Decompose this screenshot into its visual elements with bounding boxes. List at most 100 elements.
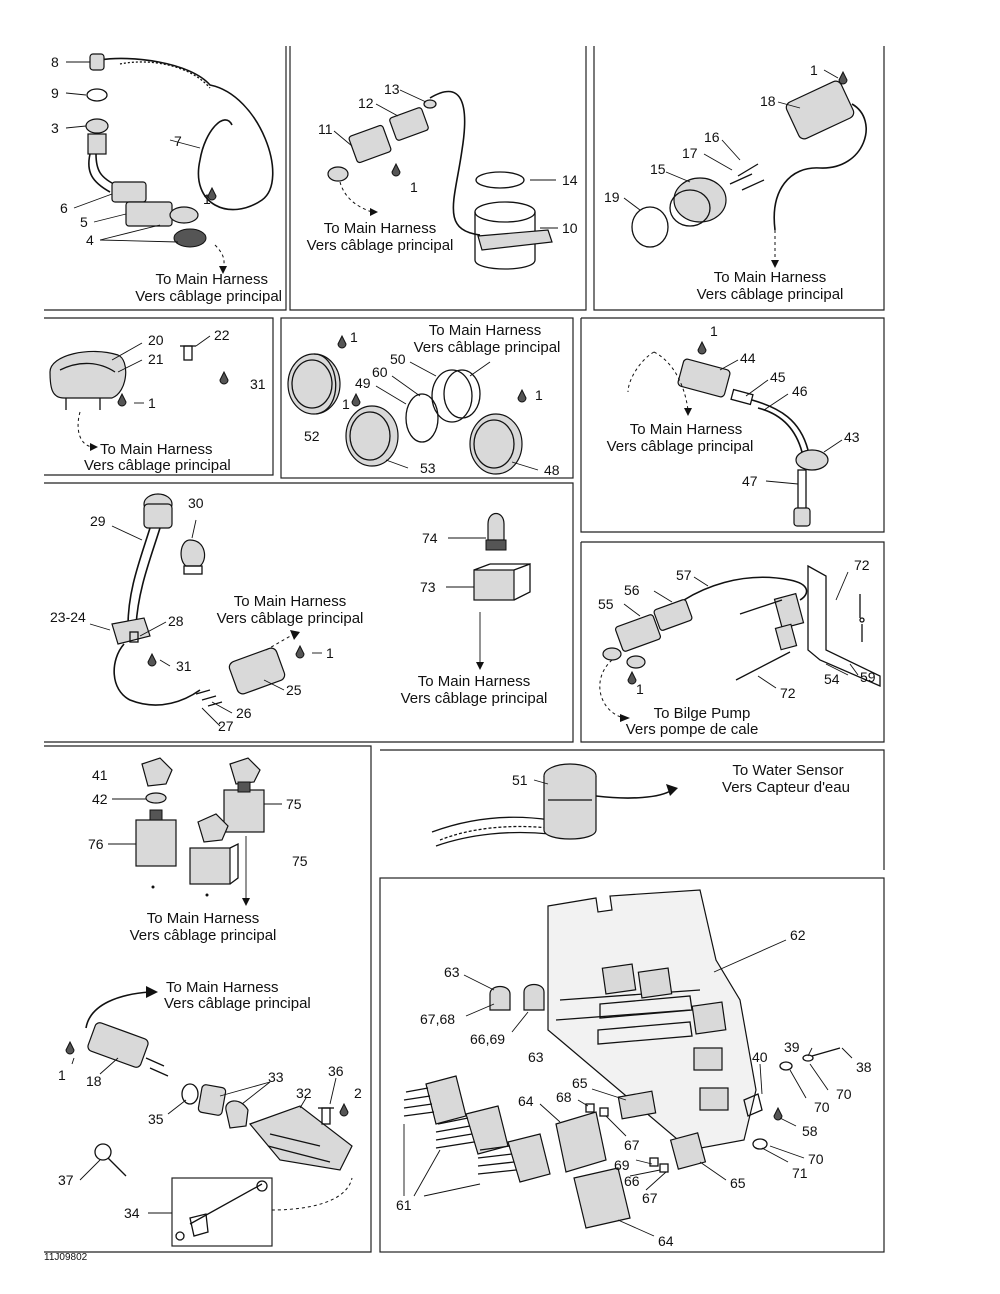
caption-vers-cablage: Vers câblage principal [697,286,844,303]
callout-54: 54 [824,671,840,687]
callout-3: 3 [51,120,59,136]
callout-42: 42 [92,791,108,807]
panel-frames [44,46,885,1253]
callout-76: 76 [88,836,104,852]
callout-1: 1 [636,681,644,697]
callout-14: 14 [562,172,578,188]
callout-30: 30 [188,495,204,511]
callout-60: 60 [372,364,388,380]
callout-35: 35 [148,1111,164,1127]
callout-61: 61 [396,1197,412,1213]
panel-harness-bracket: 1 18 33 36 2 32 35 37 34 To Main Harness… [58,979,362,1247]
callout-59: 59 [860,669,876,685]
panel-electrical-box: 62 63 67,68 66,69 63 39 38 40 70 70 65 6… [396,889,872,1249]
callout-49: 49 [355,375,371,391]
callout-71: 71 [792,1165,808,1181]
callout-23-24: 23-24 [50,609,86,625]
caption-vers-cablage: Vers câblage principal [135,288,282,305]
panel-nav-light: 29 30 23-24 28 31 1 25 26 27 74 73 To Ma… [50,493,548,734]
callout-34: 34 [124,1205,140,1221]
panel-gauge-connector: 1 18 16 17 15 19 To Main Harness Vers câ… [604,62,867,303]
callout-63: 63 [528,1049,544,1065]
callout-66-69: 66,69 [470,1031,505,1047]
callout-51: 51 [512,772,528,788]
callout-1: 1 [810,62,818,78]
callout-1: 1 [350,329,358,345]
callout-70: 70 [808,1151,824,1167]
callout-32: 32 [296,1085,312,1101]
caption-to-main-harness: To Main Harness [429,322,542,339]
callout-25: 25 [286,682,302,698]
caption-vers-pompe: Vers pompe de cale [626,721,759,738]
callout-74: 74 [422,530,438,546]
callout-10: 10 [562,220,578,236]
callout-21: 21 [148,351,164,367]
callout-67-68: 67,68 [420,1011,455,1027]
callout-68: 68 [556,1089,572,1105]
callout-8: 8 [51,54,59,70]
callout-72: 72 [780,685,796,701]
callout-53: 53 [420,460,436,476]
callout-19: 19 [604,189,620,205]
caption-to-water-sensor: To Water Sensor [732,762,843,779]
callout-1: 1 [148,395,156,411]
callout-2: 2 [354,1085,362,1101]
callout-44: 44 [740,350,756,366]
callout-18: 18 [86,1073,102,1089]
panel-switches: 41 42 75 76 75 To Main Harness Vers câbl… [88,757,308,944]
callout-16: 16 [704,129,720,145]
caption-to-main-harness: To Main Harness [234,593,347,610]
panel-lanyard-switch: 8 9 3 7 6 5 1 4 To Main Harness Vers câb… [51,53,282,305]
callout-1: 1 [326,645,334,661]
caption-vers-cablage: Vers câblage principal [401,690,548,707]
panel-gauges: 1 50 60 49 1 1 52 53 48 To Main Harness … [287,322,561,478]
caption-vers-cablage: Vers câblage principal [84,457,231,474]
callout-11: 11 [318,121,333,137]
callout-67: 67 [642,1190,658,1206]
callout-56: 56 [624,582,640,598]
caption-vers-cablage: Vers câblage principal [164,995,311,1012]
callout-55: 55 [598,596,614,612]
callout-22: 22 [214,327,230,343]
callout-72: 72 [854,557,870,573]
callout-9: 9 [51,85,59,101]
caption-vers-cablage: Vers câblage principal [217,610,364,627]
callout-52: 52 [304,428,320,444]
panel-bilge-pump: 51 To Water Sensor Vers Capteur d'eau [431,762,850,847]
caption-vers-cablage: Vers câblage principal [414,339,561,356]
callout-29: 29 [90,513,106,529]
caption-vers-cablage: Vers câblage principal [307,237,454,254]
callout-31: 31 [250,376,266,392]
callout-70: 70 [814,1099,830,1115]
callout-47: 47 [742,473,758,489]
callout-33: 33 [268,1069,284,1085]
callout-1: 1 [535,387,543,403]
callout-64: 64 [518,1093,534,1109]
callout-66: 66 [624,1173,640,1189]
callout-69: 69 [614,1157,630,1173]
callout-64: 64 [658,1233,674,1249]
callout-37: 37 [58,1172,74,1188]
callout-1: 1 [203,191,211,207]
caption-to-main-harness: To Main Harness [155,271,268,288]
caption-to-main-harness: To Main Harness [100,441,213,458]
callout-1: 1 [58,1067,66,1083]
caption-to-main-harness: To Main Harness [714,269,827,286]
callout-39: 39 [784,1039,800,1055]
callout-63: 63 [444,964,460,980]
callout-41: 41 [92,767,108,783]
callout-62: 62 [790,927,806,943]
callout-27: 27 [218,718,234,734]
callout-31: 31 [176,658,192,674]
callout-36: 36 [328,1063,344,1079]
callout-26: 26 [236,705,252,721]
callout-46: 46 [792,383,808,399]
caption-vers-cablage: Vers câblage principal [607,438,754,455]
caption-to-main-harness: To Main Harness [147,910,260,927]
callout-20: 20 [148,332,164,348]
callout-28: 28 [168,613,184,629]
reference-code: 11J09802 [44,1252,88,1263]
callout-43: 43 [844,429,860,445]
caption-to-main-harness: To Main Harness [166,979,279,996]
panel-fuel-sender: 13 12 11 1 14 10 To Main Harness Vers câ… [307,81,578,270]
